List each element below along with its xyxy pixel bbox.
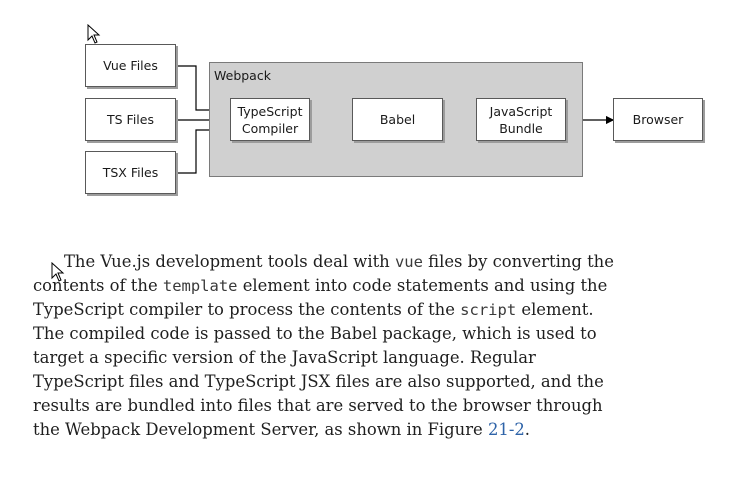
paragraph-line: results are bundled into files that are … xyxy=(33,396,603,415)
text-run: contents of the xyxy=(33,276,163,295)
text-run: files by converting the xyxy=(422,252,614,271)
ts-files-label: TS Files xyxy=(107,112,154,127)
text-run: The Vue.js development tools deal with xyxy=(64,252,395,271)
inline-code-template: template xyxy=(162,277,238,295)
text-run: element. xyxy=(516,300,594,319)
typescript-compiler-box: TypeScript Compiler xyxy=(230,98,310,141)
text-run: the Webpack Development Server, as shown… xyxy=(33,420,488,439)
typescript-compiler-line1: TypeScript xyxy=(237,103,303,119)
paragraph-line: target a specific version of the JavaScr… xyxy=(33,348,536,367)
text-run: TypeScript compiler to process the conte… xyxy=(33,300,461,319)
inline-code-script: script xyxy=(460,301,517,319)
paragraph-line: TypeScript compiler to process the conte… xyxy=(33,298,653,322)
typescript-compiler-line2: Compiler xyxy=(241,120,299,136)
javascript-bundle-line2: Bundle xyxy=(499,120,543,136)
text-run: . xyxy=(524,420,531,439)
mouse-pointer-icon xyxy=(87,24,101,44)
tsx-files-box: TSX Files xyxy=(85,151,176,194)
paragraph-line: TypeScript files and TypeScript JSX file… xyxy=(33,372,604,391)
body-paragraph: The Vue.js development tools deal with v… xyxy=(33,250,653,442)
build-pipeline-diagram: Webpack Vue Files TS Files TSX Files Typ… xyxy=(0,0,748,215)
javascript-bundle-box: JavaScript Bundle xyxy=(476,98,566,141)
text-cursor-pointer-icon xyxy=(51,262,65,282)
babel-label: Babel xyxy=(379,112,416,127)
paragraph-line: the Webpack Development Server, as shown… xyxy=(33,418,653,442)
javascript-bundle-line1: JavaScript xyxy=(489,103,553,119)
text-run: element into code statements and using t… xyxy=(237,276,608,295)
paragraph-line: The compiled code is passed to the Babel… xyxy=(33,324,597,343)
inline-code-vue: vue xyxy=(394,253,423,271)
browser-label: Browser xyxy=(632,112,684,127)
browser-box: Browser xyxy=(613,98,703,141)
babel-box: Babel xyxy=(352,98,443,141)
figure-reference-link[interactable]: 21-2 xyxy=(487,420,525,439)
vue-files-box: Vue Files xyxy=(85,44,176,87)
tsx-files-label: TSX Files xyxy=(102,165,159,180)
vue-files-label: Vue Files xyxy=(103,58,158,73)
webpack-label: Webpack xyxy=(214,68,271,83)
paragraph-line: contents of the template element into co… xyxy=(33,274,653,298)
paragraph-line: The Vue.js development tools deal with v… xyxy=(33,250,653,274)
ts-files-box: TS Files xyxy=(85,98,176,141)
